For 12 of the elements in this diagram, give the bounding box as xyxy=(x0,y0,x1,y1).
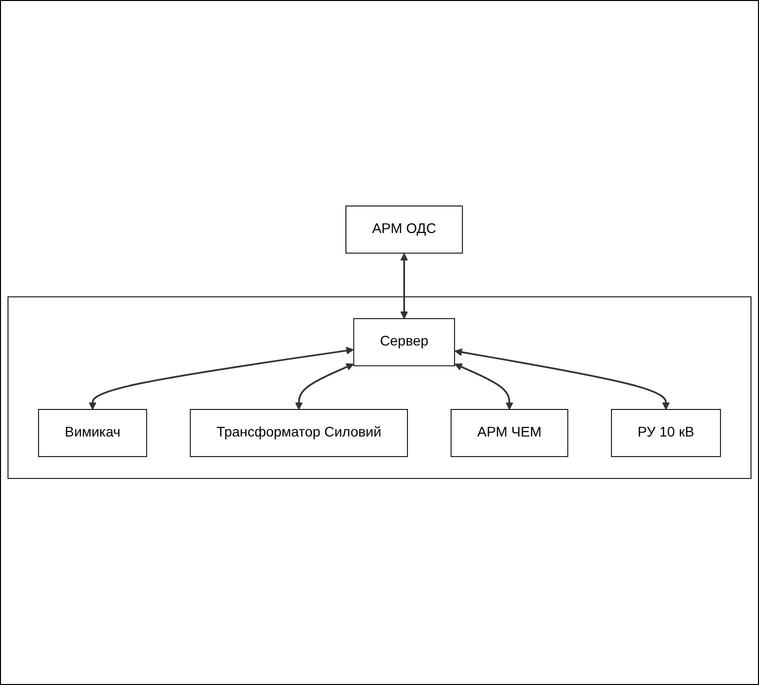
node-box: РУ 10 кВ xyxy=(611,409,721,458)
node-box: АРМ ОДС xyxy=(345,206,463,254)
arrow xyxy=(400,253,408,320)
arrow xyxy=(454,348,670,410)
node-box: АРМ ЧЕМ xyxy=(450,409,568,458)
node-box: Трансформатор Силовий xyxy=(190,409,408,458)
cluster xyxy=(8,296,752,480)
arrow xyxy=(295,364,354,410)
node-box: Вимикач xyxy=(38,409,148,458)
arrow xyxy=(88,347,354,410)
arrow xyxy=(454,364,514,410)
node-box: Сервер xyxy=(353,318,455,367)
